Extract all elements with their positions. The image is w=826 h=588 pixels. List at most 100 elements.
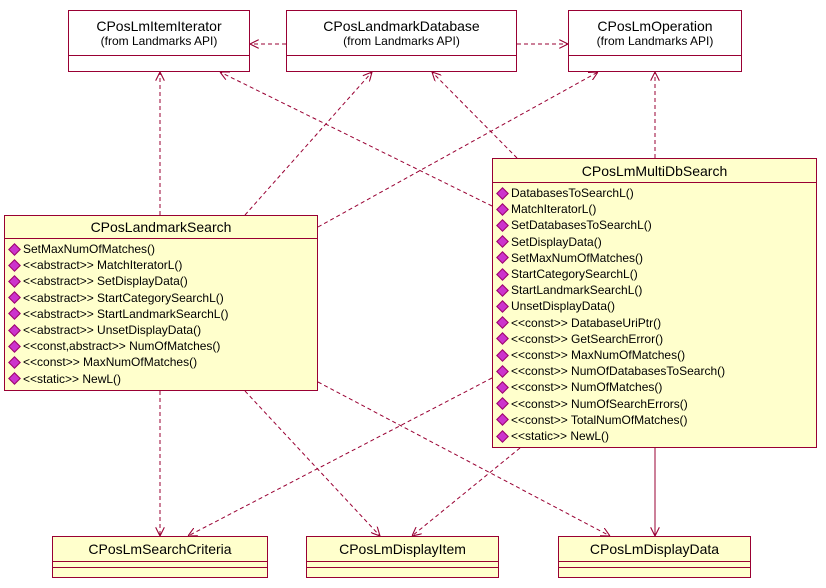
operation-item: <<static>> NewL() [496,428,816,444]
operation-marker-icon [496,332,509,346]
operation-marker-icon [496,316,509,330]
operation-marker-icon [496,186,509,200]
operation-signature: <<const>> DatabaseUriPtr() [511,315,662,330]
class-landmark-database[interactable]: CPosLandmarkDatabase (from Landmarks API… [286,10,517,72]
class-display-data[interactable]: CPosLmDisplayData [558,536,751,578]
operation-item: <<abstract>> StartLandmarkSearchL() [8,306,317,322]
operation-item: StartCategorySearchL() [496,266,816,282]
class-header: CPosLandmarkDatabase (from Landmarks API… [287,11,516,56]
operation-item: UnsetDisplayData() [496,298,816,314]
operation-marker-icon [8,242,21,256]
class-name: CPosLmMultiDbSearch [581,162,728,179]
class-name: CPosLandmarkDatabase [323,18,480,34]
operation-signature: <<const>> TotalNumOfMatches() [511,412,688,427]
operation-item: <<const>> MaxNumOfMatches() [496,347,816,363]
operation-signature: <<const>> MaxNumOfMatches() [511,348,686,363]
operation-signature: SetDatabasesToSearchL() [511,218,652,233]
class-search-criteria[interactable]: CPosLmSearchCriteria [52,536,268,578]
operation-signature: <<static>> NewL() [23,371,122,386]
operation-marker-icon [496,283,509,297]
operation-item: SetDatabasesToSearchL() [496,217,816,233]
operation-signature: <<abstract>> UnsetDisplayData() [23,323,202,338]
operation-signature: StartLandmarkSearchL() [511,283,643,298]
operation-signature: <<const>> MaxNumOfMatches() [23,355,198,370]
operation-signature: <<const>> NumOfMatches() [511,380,663,395]
operation-signature: UnsetDisplayData() [511,299,616,314]
operation-signature: <<const>> GetSearchError() [511,331,664,346]
operation-item: <<const>> DatabaseUriPtr() [496,315,816,331]
dep-multi-iterator [220,72,493,207]
operation-marker-icon [496,364,509,378]
operation-signature: <<abstract>> SetDisplayData() [23,274,188,289]
class-header: CPosLmDisplayItem [307,537,498,562]
operation-signature: <<abstract>> StartCategorySearchL() [23,290,224,305]
class-multi-db-search[interactable]: CPosLmMultiDbSearch DatabasesToSearchL()… [492,158,817,448]
operation-item: <<const>> NumOfSearchErrors() [496,396,816,412]
operations-list: SetMaxNumOfMatches()<<abstract>> MatchIt… [5,239,317,390]
class-name: CPosLmItemIterator [96,18,222,34]
class-header: CPosLmItemIterator (from Landmarks API) [69,11,249,56]
operation-marker-icon [496,251,509,265]
operation-signature: <<abstract>> StartLandmarkSearchL() [23,306,229,321]
class-lm-operation[interactable]: CPosLmOperation (from Landmarks API) [568,10,742,72]
operation-item: StartLandmarkSearchL() [496,282,816,298]
class-name: CPosLandmarkSearch [90,219,232,235]
operation-item: <<abstract>> UnsetDisplayData() [8,322,317,338]
operation-marker-icon [8,339,21,353]
operation-signature: StartCategorySearchL() [511,267,638,282]
operation-item: <<const>> NumOfDatabasesToSearch() [496,363,816,379]
class-header: CPosLmSearchCriteria [53,537,267,562]
attributes-compartment [559,562,750,568]
operation-marker-icon [496,381,509,394]
dep-multi-criteria [188,377,493,536]
dep-search-displayitem [244,390,380,536]
operations-list: DatabasesToSearchL()MatchIteratorL()SetD… [493,183,816,447]
operation-signature: <<const>> NumOfDatabasesToSearch() [511,364,726,379]
operation-marker-icon [496,348,509,362]
operation-marker-icon [8,258,21,272]
class-name: CPosLmDisplayData [589,541,720,557]
class-subtitle: (from Landmarks API) [100,34,218,48]
class-display-item[interactable]: CPosLmDisplayItem [306,536,499,578]
operation-signature: SetMaxNumOfMatches() [511,250,644,265]
class-subtitle: (from Landmarks API) [343,34,460,48]
dep-multi-displayitem [412,447,521,536]
operation-item: SetMaxNumOfMatches() [496,250,816,266]
operation-item: <<const,abstract>> NumOfMatches() [8,338,317,354]
dep-search-operation [317,72,598,228]
operation-item: SetMaxNumOfMatches() [8,241,317,257]
class-name: CPosLmDisplayItem [339,541,466,557]
dep-search-database [244,72,372,216]
class-header: CPosLmDisplayData [559,537,750,562]
operation-marker-icon [8,356,21,369]
operation-marker-icon [8,275,21,288]
operation-signature: MatchIteratorL() [511,202,597,217]
operation-item: <<abstract>> SetDisplayData() [8,273,317,289]
operation-item: SetDisplayData() [496,234,816,250]
operation-item: MatchIteratorL() [496,201,816,217]
operation-item: DatabasesToSearchL() [496,185,816,201]
operation-signature: <<static>> NewL() [511,429,610,444]
attributes-compartment [307,562,498,568]
operation-marker-icon [496,235,509,249]
operation-marker-icon [496,429,509,443]
operation-marker-icon [496,413,509,427]
class-item-iterator[interactable]: CPosLmItemIterator (from Landmarks API) [68,10,250,72]
operation-signature: <<abstract>> MatchIteratorL() [23,258,183,273]
class-header: CPosLmOperation (from Landmarks API) [569,11,741,56]
dep-multi-database [432,72,518,159]
operation-marker-icon [496,219,509,232]
class-name: CPosLmSearchCriteria [88,541,232,557]
operation-signature: DatabasesToSearchL() [511,186,634,200]
operation-marker-icon [496,267,509,281]
operation-marker-icon [496,300,509,313]
operation-item: <<abstract>> StartCategorySearchL() [8,290,317,306]
operation-item: <<const>> GetSearchError() [496,331,816,347]
operation-signature: <<const,abstract>> NumOfMatches() [23,339,221,354]
class-name: CPosLmOperation [597,18,713,34]
operation-item: <<abstract>> MatchIteratorL() [8,257,317,273]
class-landmark-search[interactable]: CPosLandmarkSearch SetMaxNumOfMatches()<… [4,215,318,391]
operation-item: <<const>> NumOfMatches() [496,379,816,395]
class-header: CPosLmMultiDbSearch [493,159,816,183]
